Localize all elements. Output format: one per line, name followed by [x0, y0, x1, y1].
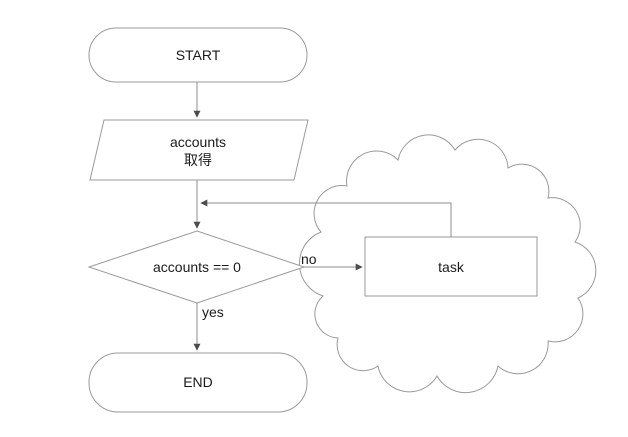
no-edge-label: no — [301, 251, 317, 267]
node-task: task — [364, 236, 538, 297]
edge-labels: yes no — [202, 251, 317, 320]
yes-edge-label: yes — [202, 304, 224, 320]
decision-label: accounts == 0 — [153, 259, 241, 275]
task-rectangle-shape — [364, 236, 538, 297]
edge-task-loop-back — [200, 199, 452, 237]
task-label: task — [438, 259, 465, 275]
edges — [193, 82, 452, 351]
node-start: START — [88, 27, 308, 83]
start-terminator-shape — [88, 27, 308, 83]
end-label: END — [183, 374, 213, 390]
get-accounts-label-line1: accounts — [170, 134, 226, 150]
decision-diamond-shape — [87, 230, 306, 304]
end-terminator-shape — [88, 352, 308, 413]
get-accounts-label-line2: 取得 — [184, 152, 212, 168]
node-decision: accounts == 0 — [87, 230, 306, 304]
start-label: START — [176, 47, 221, 63]
node-end: END — [88, 352, 308, 413]
node-get-accounts: accounts 取得 — [89, 119, 309, 181]
get-accounts-parallelogram-shape — [89, 119, 309, 181]
